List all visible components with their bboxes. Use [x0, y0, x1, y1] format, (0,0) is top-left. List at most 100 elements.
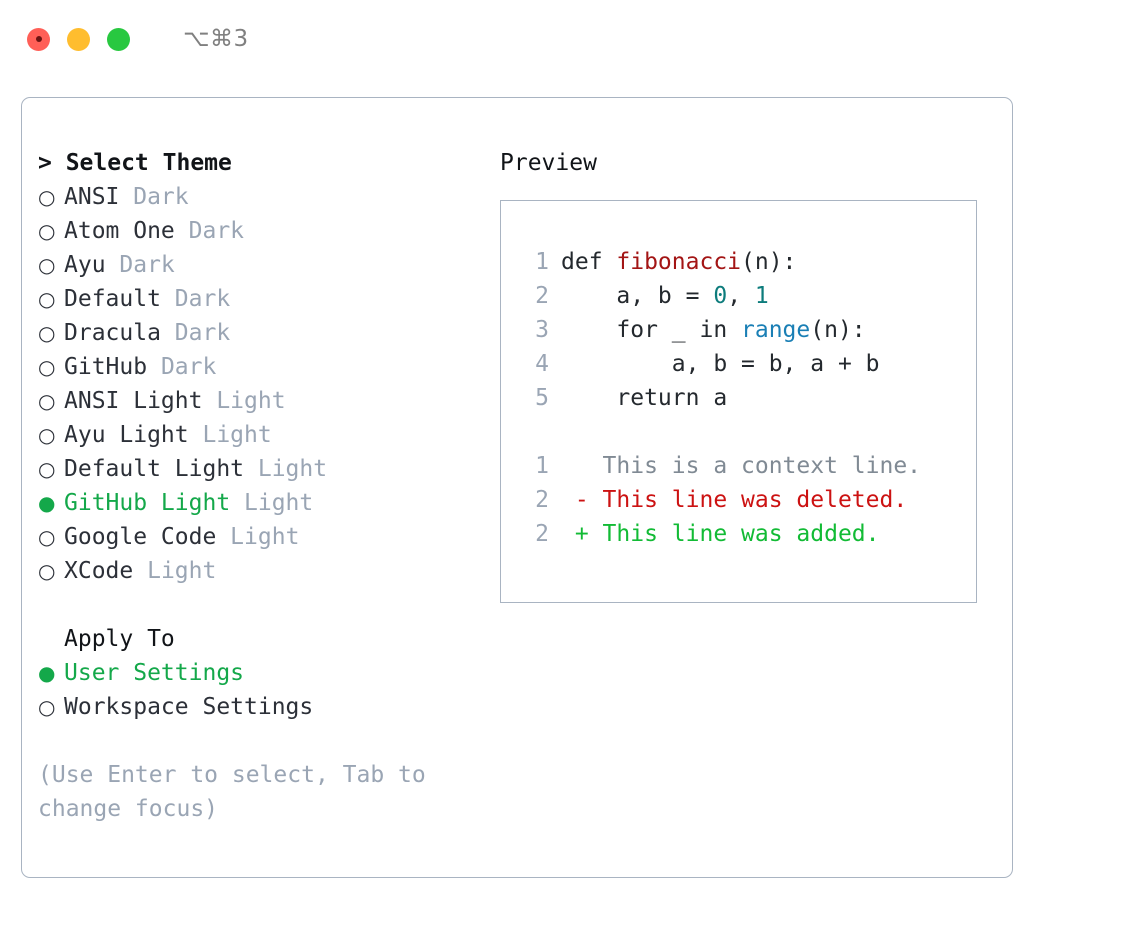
code-token: - This line was deleted. — [561, 487, 908, 513]
radio-unselected-icon: ○ — [38, 457, 56, 481]
diff-line: 2 + This line was added. — [519, 517, 976, 551]
theme-option-variant-tag: Light — [244, 456, 328, 482]
code-token: range — [741, 317, 811, 343]
line-content: return a — [561, 381, 727, 415]
window-controls — [27, 27, 130, 51]
theme-option-ansi-light[interactable]: ○ ANSI Light Light — [38, 384, 478, 418]
line-content: a, b = 0, 1 — [561, 279, 769, 313]
code-line: 4 a, b = b, a + b — [519, 347, 976, 381]
theme-option-variant-tag: Dark — [147, 354, 217, 380]
diff-line: 2 - This line was deleted. — [519, 483, 976, 517]
theme-option-ayu[interactable]: ○ Ayu Dark — [38, 248, 478, 282]
diff-sample: 1 This is a context line.2 - This line w… — [519, 449, 976, 551]
code-line: 2 a, b = 0, 1 — [519, 279, 976, 313]
code-line: 1 def fibonacci(n): — [519, 245, 976, 279]
theme-option-variant-tag: Light — [188, 422, 272, 448]
theme-option-ayu-light[interactable]: ○ Ayu Light Light — [38, 418, 478, 452]
theme-option-label: Atom One — [64, 218, 175, 244]
theme-option-variant-tag: Dark — [119, 184, 189, 210]
code-diff-spacer — [519, 415, 976, 449]
theme-option-github[interactable]: ○ GitHub Dark — [38, 350, 478, 384]
maximize-button[interactable] — [107, 27, 130, 51]
theme-option-default[interactable]: ○Default Dark — [38, 282, 478, 316]
line-number: 2 — [535, 487, 549, 513]
diff-line: 1 This is a context line. — [519, 449, 976, 483]
theme-option-label: Ayu — [64, 252, 106, 278]
theme-option-variant-tag: Light — [216, 524, 300, 550]
radio-unselected-icon: ○ — [38, 389, 56, 413]
theme-option-atom-one[interactable]: ○ Atom One Dark — [38, 214, 478, 248]
theme-selection-column: > Select Theme ○ANSI Dark○Atom One Dark○… — [38, 146, 478, 826]
line-number: 2 — [535, 283, 549, 309]
theme-option-variant-tag: Dark — [174, 218, 245, 244]
radio-selected-icon: ● — [38, 491, 56, 515]
code-token: 1 — [754, 283, 769, 309]
radio-unselected-icon: ○ — [38, 253, 56, 277]
theme-option-variant-tag: Dark — [105, 252, 175, 278]
radio-unselected-icon: ○ — [38, 219, 56, 243]
theme-option-label: Dracula — [64, 320, 161, 346]
theme-option-github-light[interactable]: ● GitHub Light Light — [38, 486, 478, 520]
code-token: (n): — [741, 249, 797, 275]
minimize-button[interactable] — [67, 27, 90, 51]
theme-option-dracula[interactable]: ○ Dracula Dark — [38, 316, 478, 350]
theme-option-variant-tag: Dark — [160, 320, 231, 346]
code-token: , — [727, 283, 755, 309]
apply-option-user-settings[interactable]: ● User Settings — [38, 656, 478, 690]
apply-to-heading: Apply To — [64, 626, 175, 652]
theme-option-label: ANSI Light — [64, 388, 203, 414]
code-token: a, b = — [561, 283, 714, 309]
line-number: 5 — [535, 385, 549, 411]
line-content: def fibonacci(n): — [561, 245, 796, 279]
preview-heading: Preview — [500, 150, 597, 176]
line-number: 3 — [535, 317, 549, 343]
theme-option-label: Ayu Light — [64, 422, 189, 448]
theme-option-label: GitHub Light — [64, 490, 231, 516]
code-token: + This line was added. — [561, 521, 880, 547]
line-content: - This line was deleted. — [561, 483, 907, 517]
close-button[interactable] — [27, 27, 50, 51]
line-number: 4 — [535, 351, 549, 377]
code-line: 3 for _ in range(n): — [519, 313, 976, 347]
theme-option-xcode[interactable]: ○XCode Light — [38, 554, 478, 588]
theme-option-label: GitHub — [64, 354, 148, 380]
theme-option-label: Default — [64, 286, 161, 312]
apply-option-label: User Settings — [64, 660, 245, 686]
section-spacer — [38, 588, 478, 622]
theme-option-variant-tag: Light — [202, 388, 286, 414]
theme-option-list: ○ANSI Dark○Atom One Dark○Ayu Dark○Defaul… — [38, 180, 478, 588]
theme-option-label: Google Code — [64, 524, 217, 550]
radio-unselected-icon: ○ — [38, 287, 56, 311]
help-text: (Use Enter to select, Tab to change focu… — [38, 762, 426, 822]
code-token: a, b = b, a + b — [561, 351, 880, 377]
radio-unselected-icon: ○ — [38, 321, 56, 345]
apply-option-workspace-settings[interactable]: ○ Workspace Settings — [38, 690, 478, 724]
line-content: + This line was added. — [561, 517, 880, 551]
select-theme-heading: > Select Theme — [38, 150, 232, 176]
code-token: def — [561, 249, 617, 275]
keyboard-shortcut-label: ⌥⌘3 — [183, 26, 249, 52]
radio-selected-icon: ● — [38, 661, 56, 685]
line-number: 1 — [535, 249, 549, 275]
theme-option-variant-tag: Light — [230, 490, 314, 516]
radio-unselected-icon: ○ — [38, 559, 56, 583]
radio-unselected-icon: ○ — [38, 355, 56, 379]
line-number: 1 — [535, 453, 549, 479]
code-token: return a — [561, 385, 728, 411]
radio-unselected-icon: ○ — [38, 695, 56, 719]
theme-option-ansi[interactable]: ○ ANSI Dark — [38, 180, 478, 214]
code-token: 0 — [713, 283, 728, 309]
line-content: This is a context line. — [561, 449, 922, 483]
radio-unselected-icon: ○ — [38, 525, 56, 549]
theme-option-label: ANSI — [64, 184, 120, 210]
radio-unselected-icon: ○ — [38, 423, 56, 447]
panel-columns: > Select Theme ○ANSI Dark○Atom One Dark○… — [22, 98, 1012, 877]
apply-to-option-list: ● User Settings ○ Workspace Settings — [38, 656, 478, 724]
theme-option-default-light[interactable]: ○Default Light Light — [38, 452, 478, 486]
code-token: for _ in — [561, 317, 742, 343]
radio-unselected-icon: ○ — [38, 185, 56, 209]
theme-option-google-code[interactable]: ○ Google Code Light — [38, 520, 478, 554]
apply-option-label: Workspace Settings — [64, 694, 314, 720]
